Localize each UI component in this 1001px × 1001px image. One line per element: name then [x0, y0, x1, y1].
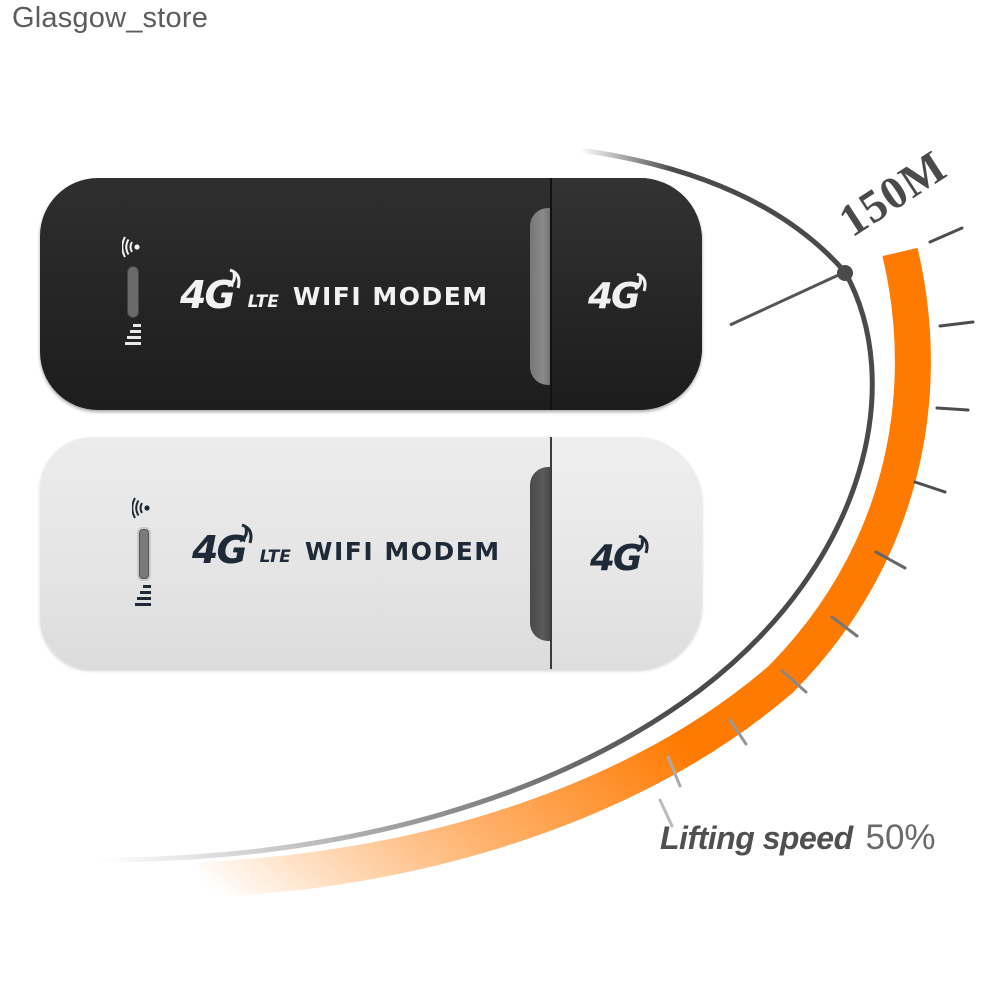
wifi-signal-icon [132, 497, 150, 519]
usb-cap-slot [530, 467, 552, 641]
signal-waves-icon [226, 268, 241, 289]
dial-ticks [658, 226, 975, 828]
black-modem: 4G LTE WIFI MODEM 4G [40, 178, 702, 410]
status-led [127, 266, 139, 318]
speed-tagline: Lifting speed 50% [660, 818, 936, 858]
brand-tech: LTE [259, 547, 291, 567]
needle [729, 270, 846, 327]
tagline-value: 50% [865, 818, 936, 857]
signal-waves-icon [633, 273, 647, 292]
status-led [137, 527, 151, 581]
tagline-label: Lifting speed [660, 820, 853, 856]
max-speed-label: 150M [830, 140, 955, 246]
speed-arc [199, 247, 931, 898]
brand-logo: 4G LTE WIFI MODEM [180, 268, 489, 317]
brand-name: WIFI MODEM [292, 282, 489, 311]
indicator-panel [132, 497, 162, 617]
indicator-panel [122, 236, 152, 356]
brand-network: 4G [192, 528, 248, 572]
brand-tech: LTE [247, 292, 279, 312]
needle-arc-lower [97, 269, 875, 863]
wifi-signal-icon [122, 236, 140, 258]
store-watermark: Glasgow_store [12, 2, 209, 34]
signal-bars-icon [125, 324, 141, 348]
brand-network: 4G [180, 273, 236, 317]
white-modem: 4G LTE WIFI MODEM 4G [40, 437, 702, 669]
needle-pivot [837, 265, 853, 281]
signal-waves-icon [238, 523, 253, 544]
needle-arc [577, 147, 848, 275]
usb-cap-slot [530, 208, 552, 385]
cap-logo: 4G [590, 535, 653, 577]
brand-logo: 4G LTE WIFI MODEM [192, 523, 501, 572]
cap-logo: 4G [588, 273, 651, 315]
usb-cap [550, 178, 702, 410]
signal-waves-icon [635, 535, 649, 554]
usb-cap [550, 437, 702, 669]
signal-bars-icon [135, 585, 151, 609]
brand-name: WIFI MODEM [304, 537, 501, 566]
